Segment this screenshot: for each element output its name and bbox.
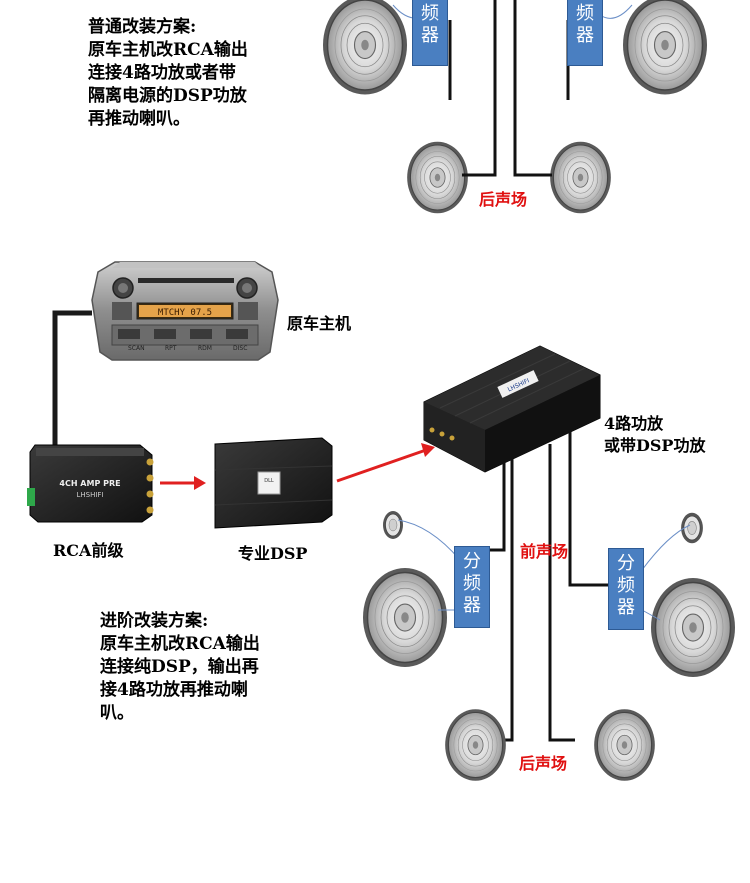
speaker-icon [650,577,736,678]
speaker-icon [622,0,708,96]
crossover-char: 器 [617,597,635,618]
front-stage-label: 前声场 [520,542,569,561]
crossover-box: 频 器 [567,0,603,66]
amplifier-label-line2: 或带DSP功放 [604,436,706,455]
rca-pre-device-text: 4CH AMP PRE [59,479,120,488]
speaker-icon [444,708,507,782]
rear-stage-label-bottom: 后声场 [519,754,568,773]
speaker-icon [406,141,469,214]
speaker-wire [462,0,497,177]
crossover-char: 频 [617,575,635,596]
basic-plan-line: 隔离电源的DSP功放 [88,86,247,106]
head-unit-label: 原车主机 [287,314,352,333]
speaker-icon [322,0,408,96]
rca-pre-label: RCA前级 [53,541,124,560]
advanced-plan-line: 接4路功放再推动喇 [100,680,248,700]
arrow-icon [336,443,435,483]
radio-button-label: SCAN [128,345,145,352]
crossover-char: 频 [576,3,594,24]
speaker-icon [593,708,656,782]
basic-plan-text: 普通改装方案: 原车主机改RCA输出 连接4路功放或者带 隔离电源的DSP功放 … [88,16,248,131]
advanced-plan-title: 进阶改装方案: [100,611,209,631]
crossover-char: 频 [463,573,481,594]
advanced-plan-text: 进阶改装方案: 原车主机改RCA输出 连接纯DSP，输出再 接4路功放再推动喇 … [100,610,260,725]
amplifier-label-line1: 4路功放 [604,414,664,433]
radio-button-label: DISC [233,345,247,352]
basic-plan-line: 原车主机改RCA输出 [88,40,248,60]
crossover-box: 分 频 器 [454,546,490,628]
crossover-wire [641,609,661,621]
rca-pre-image: 4CH AMP PRE LHSHIFI [27,444,154,523]
tweeter-icon [382,510,404,540]
basic-plan-title: 普通改装方案: [88,17,197,37]
rca-pre-device-brand: LHSHIFI [76,491,103,499]
amplifier-image: LHSHIFI [423,345,601,473]
crossover-wire [397,519,461,561]
crossover-box: 频 器 [412,0,448,66]
amp-wires [478,432,608,742]
pro-dsp-label: 专业DSP [238,544,308,563]
crossover-wire [599,4,633,19]
crossover-wire [641,524,691,571]
radio-display-text: MTCHY 07.5 [158,308,212,318]
radio-button-label: RPT [165,345,177,352]
basic-plan-line: 连接4路功放或者带 [88,63,236,83]
dsp-badge-text: DLL [264,478,274,484]
speaker-icon [362,567,448,668]
radio-button-label: RDM [198,345,212,352]
crossover-char: 器 [421,25,439,46]
head-unit-image: MTCHY 07.5 SCAN RPT RDM DISC [91,261,279,361]
crossover-char: 分 [463,551,481,572]
crossover-char: 分 [617,553,635,574]
pro-dsp-image: DLL [214,437,333,529]
rca-cable [52,310,92,445]
speaker-wire [513,0,552,177]
rear-stage-label-top: 后声场 [479,190,528,209]
advanced-plan-line: 连接纯DSP，输出再 [100,657,259,677]
advanced-plan-line: 原车主机改RCA输出 [100,634,260,654]
crossover-box: 分 频 器 [608,548,644,630]
crossover-char: 器 [463,595,481,616]
crossover-char: 频 [421,3,439,24]
advanced-plan-line: 叭。 [100,703,134,723]
arrow-icon [160,476,206,490]
top-section [322,0,708,214]
speaker-icon [549,141,612,214]
crossover-char: 器 [576,25,594,46]
basic-plan-line: 再推动喇叭。 [88,109,190,129]
